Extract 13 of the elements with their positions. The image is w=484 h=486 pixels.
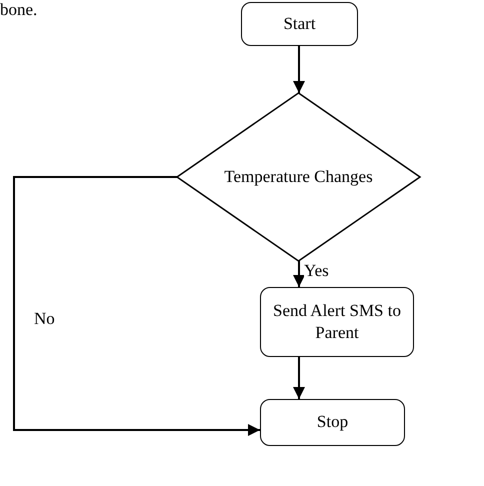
decision-diamond [177,93,420,261]
node-label: Stop [316,411,350,434]
process-box [260,399,405,446]
arrow [293,46,305,93]
node-label: Send Alert SMS to Parent [272,300,402,344]
process-box [260,287,414,357]
node-label: Temperature Changes [223,166,374,188]
process-box [241,2,358,46]
arrow [13,176,260,436]
text-fragment: bone. [0,0,38,20]
arrow [293,357,305,399]
arrow [293,261,305,287]
node-label: Start [282,12,317,35]
